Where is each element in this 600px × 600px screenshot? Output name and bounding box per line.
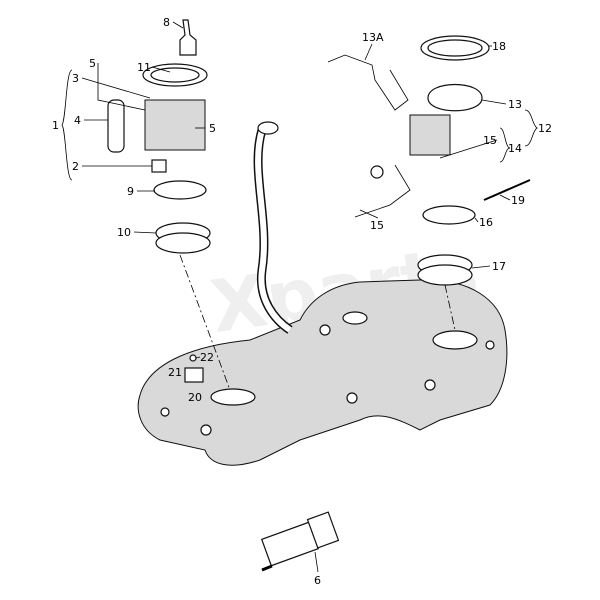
label-11: 11 [137, 61, 151, 74]
sensor-screw [189, 354, 197, 362]
label-15b: 15 [370, 219, 384, 232]
fuel-pump-left [107, 19, 211, 254]
label-21: 21 [168, 366, 182, 379]
label-5b: 5 [209, 122, 216, 135]
label-4: 4 [74, 114, 81, 127]
fuel-tank [137, 279, 508, 466]
assembly-line-left [179, 254, 231, 391]
label-12: 12 [538, 122, 552, 135]
label-3: 3 [72, 72, 79, 85]
label-19: 19 [511, 194, 525, 207]
leader-lines [61, 21, 538, 573]
label-17: 17 [492, 260, 506, 273]
label-13: 13 [508, 98, 522, 111]
label-10: 10 [117, 226, 131, 239]
filler-cap [257, 121, 279, 135]
filler-neck-inner [255, 129, 292, 333]
label-15a: 15 [483, 134, 497, 147]
label-13a: 13A [362, 31, 384, 44]
label-16: 16 [479, 216, 493, 229]
label-18: 18 [492, 40, 506, 53]
label-14: 14 [508, 142, 522, 155]
fuel-pump-right [327, 35, 531, 286]
sensor [184, 367, 204, 383]
label-20: 20 [188, 391, 202, 404]
label-6: 6 [314, 574, 321, 587]
fuel-filter [260, 511, 340, 572]
label-8: 8 [163, 16, 170, 29]
assembly-line-right [444, 284, 456, 331]
label-9: 9 [127, 185, 134, 198]
label-1: 1 [52, 119, 59, 132]
label-2: 2 [72, 160, 79, 173]
label-22: 22 [200, 351, 214, 364]
callout-labels: 8 11 3 5 1 4 5 2 9 10 13A 18 13 12 15 14… [52, 16, 552, 587]
label-5a: 5 [89, 57, 96, 70]
